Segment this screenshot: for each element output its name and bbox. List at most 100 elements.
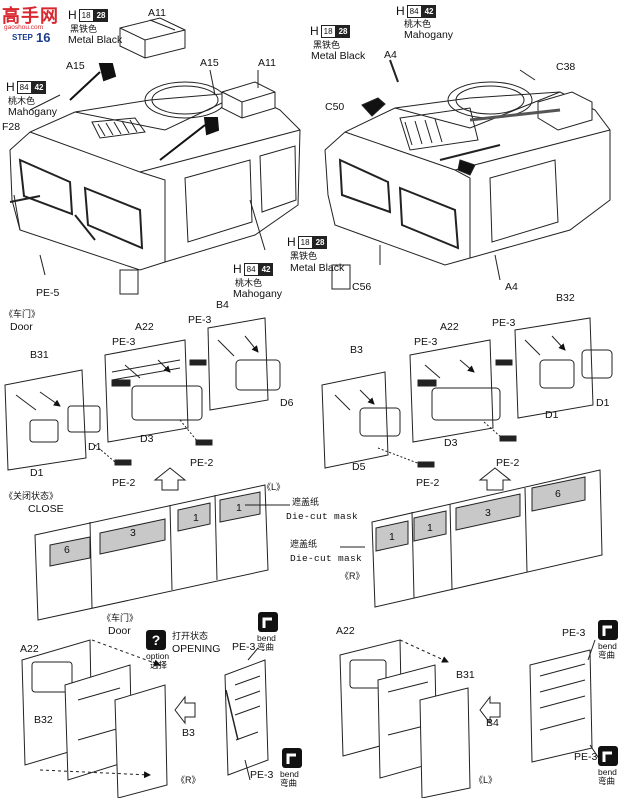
step-number: 16 — [36, 30, 51, 45]
mask-panel-left — [34, 484, 269, 621]
label-pe3-b: PE-3 — [188, 314, 212, 326]
paint-en-mahogany-2: Mahogany — [233, 288, 283, 300]
mask-en-b: Die-cut mask — [290, 553, 363, 564]
cab-right-drawing — [324, 59, 611, 281]
label-d3-r: D3 — [444, 437, 458, 449]
door-title-cn: 《车门》 — [4, 309, 41, 319]
door-left-parts — [4, 317, 281, 491]
label-pe3-br-bot: PE-3 — [574, 751, 598, 763]
label-a22-bl: A22 — [20, 643, 39, 655]
bend-icon — [258, 612, 278, 632]
label-b3-bl: B3 — [182, 727, 195, 739]
svg-text:?: ? — [152, 632, 161, 648]
close-title-cn: 《关闭状态》 — [4, 491, 59, 501]
bend-en-2: bend — [280, 769, 299, 779]
label-d1-d: D1 — [545, 409, 559, 421]
label-pe2-a: PE-2 — [190, 457, 214, 469]
label-a4: A4 — [384, 49, 397, 61]
mask-num-r-0: 1 — [389, 531, 395, 543]
label-pe3-bl-bot: PE-3 — [250, 769, 274, 781]
label-d1-c: D1 — [596, 397, 610, 409]
label-a11-b: A11 — [258, 57, 276, 69]
mask-num-l-2: 1 — [193, 512, 199, 524]
paint-cn-mahogany-2: 桃木色 — [235, 278, 263, 288]
logo-url: gaoshou.com — [4, 24, 44, 31]
label-d6: D6 — [280, 397, 294, 409]
label-b32: B32 — [556, 292, 575, 304]
mask-cn-b: 遮盖纸 — [290, 539, 318, 549]
paint-en-mahogany-1: Mahogany — [8, 106, 58, 118]
label-a22-br: A22 — [336, 625, 355, 637]
paint-en-black-3: Metal Black — [311, 50, 366, 62]
option-question-icon: ? — [146, 630, 166, 650]
label-pe3-c: PE-3 — [414, 336, 438, 348]
paint-en-mahogany-3: Mahogany — [404, 29, 454, 41]
paint-en-black-2: Metal Black — [290, 262, 345, 274]
paint-cn-black-1: 黑铁色 — [70, 24, 98, 34]
bend-cn-3: 弯曲 — [598, 650, 616, 660]
label-pe5: PE-5 — [36, 287, 60, 299]
step-label: STEP — [12, 33, 33, 42]
label-d3: D3 — [140, 433, 154, 445]
close-title-en: CLOSE — [28, 503, 64, 515]
label-c56: C56 — [352, 281, 372, 293]
opening-cn: 打开状态 — [172, 631, 209, 641]
label-pe3-bl-top: PE-3 — [232, 641, 256, 653]
option-en: option — [146, 651, 170, 661]
bend-icon — [282, 748, 302, 768]
label-b32-bl: B32 — [34, 714, 53, 726]
label-pe3-a: PE-3 — [112, 336, 136, 348]
option-cn: 选择 — [150, 660, 168, 670]
label-d1-a: D1 — [88, 441, 102, 453]
label-pe3-br-top: PE-3 — [562, 627, 586, 639]
door-right-parts — [321, 317, 613, 491]
paint-cn-black-3: 黑铁色 — [313, 40, 341, 50]
tools-a15 — [69, 63, 220, 161]
side-left-bottom: 《L》 — [474, 775, 498, 785]
mask-num-r-2: 3 — [485, 507, 491, 519]
mask-cn-a: 遮盖纸 — [292, 497, 320, 507]
label-pe2-c: PE-2 — [496, 457, 520, 469]
opening-en: OPENING — [172, 643, 221, 655]
bend-en-3: bend — [598, 641, 617, 651]
mask-en-a: Die-cut mask — [286, 511, 359, 522]
label-c38: C38 — [556, 61, 576, 73]
paint-en-black-1: Metal Black — [68, 34, 123, 46]
mask-num-l-1: 3 — [130, 527, 136, 539]
label-f28: F28 — [2, 121, 21, 133]
paint-cn-mahogany-3: 桃木色 — [404, 19, 432, 29]
label-b4: B4 — [216, 299, 229, 311]
bend-cn-4: 弯曲 — [598, 776, 616, 786]
bend-en-4: bend — [598, 767, 617, 777]
logo-text: 高手网 — [2, 6, 59, 26]
door-title-cn-2: 《车门》 — [102, 613, 139, 623]
mask-num-l-3: 1 — [236, 502, 242, 514]
paint-cn-black-2: 黑铁色 — [290, 251, 318, 261]
mask-num-r-1: 1 — [427, 522, 433, 534]
label-a15: A15 — [66, 60, 85, 72]
label-pe3-d: PE-3 — [492, 317, 516, 329]
label-a15-b: A15 — [200, 57, 219, 69]
paint-cn-mahogany-1: 桃木色 — [8, 96, 36, 106]
bend-en-1: bend — [257, 633, 276, 643]
mask-panel-right — [371, 469, 603, 608]
label-a22: A22 — [135, 321, 154, 333]
door-exploded-left — [21, 639, 269, 798]
label-a11: A11 — [148, 7, 166, 19]
side-right-bottom: 《R》 — [176, 775, 201, 785]
side-right-mask: 《R》 — [340, 571, 365, 581]
label-pe2-d: PE-2 — [416, 477, 440, 489]
door-title-en: Door — [10, 321, 33, 333]
bend-cn-1: 弯曲 — [257, 642, 275, 652]
bend-icon — [598, 620, 618, 640]
label-b3: B3 — [350, 344, 363, 356]
label-b31-br: B31 — [456, 669, 475, 681]
cab-left-drawing — [9, 17, 351, 295]
door-exploded-right — [339, 639, 601, 798]
